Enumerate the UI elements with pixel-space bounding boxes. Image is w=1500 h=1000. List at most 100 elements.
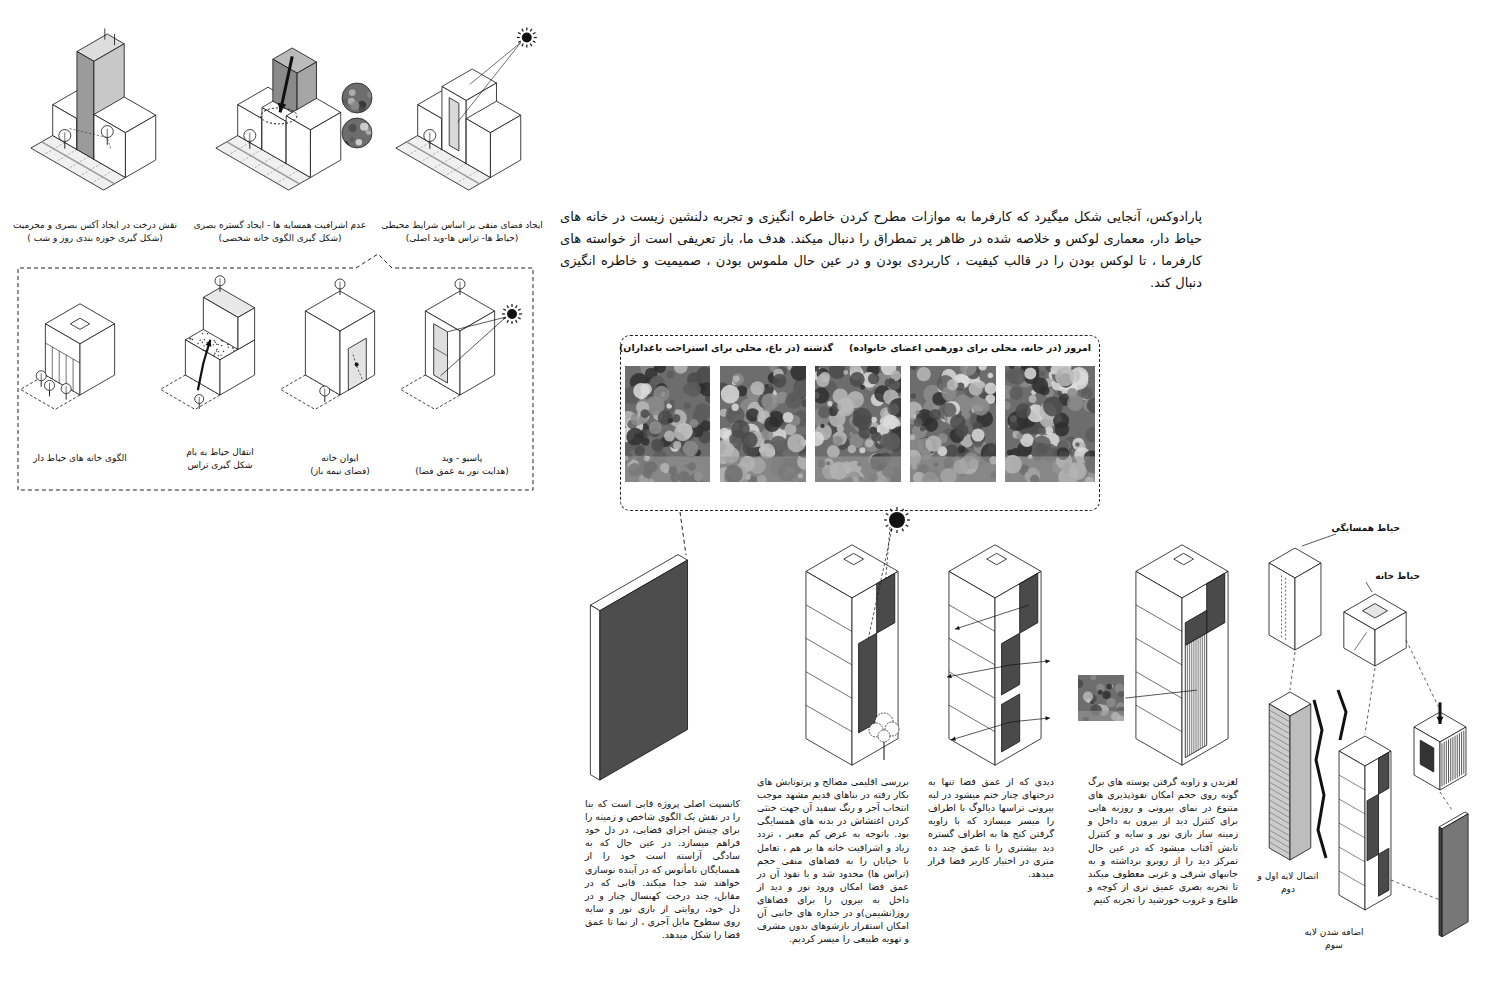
line	[1339, 871, 1365, 886]
line	[1269, 770, 1290, 782]
line	[1189, 643, 1190, 755]
texture-dot	[218, 344, 219, 345]
line	[1452, 737, 1453, 780]
arrow-head	[1125, 697, 1127, 699]
photo-ground	[342, 83, 372, 113]
photo-detail	[367, 91, 373, 97]
box-side	[418, 105, 442, 150]
line	[220, 286, 221, 292]
line	[886, 525, 889, 527]
photo-detail	[979, 382, 986, 389]
texture-dot	[221, 345, 222, 346]
skylight	[70, 318, 89, 329]
photo-detail	[340, 119, 346, 125]
porch	[348, 338, 366, 390]
line	[66, 394, 67, 400]
line	[1269, 764, 1290, 776]
part-label-group: حیاط خانه	[1350, 570, 1420, 583]
line	[1406, 640, 1440, 710]
photo-ground	[815, 366, 901, 482]
facade-screen	[1185, 633, 1206, 757]
box-side	[340, 311, 375, 395]
photo-detail	[625, 389, 633, 404]
line	[1463, 731, 1464, 774]
line	[522, 44, 524, 47]
texture-dot	[220, 354, 221, 355]
box-side	[852, 571, 898, 765]
photo-detail	[910, 434, 915, 440]
photo-detail	[827, 445, 840, 458]
photo-detail	[666, 371, 674, 379]
photo-detail	[887, 403, 899, 415]
line	[530, 29, 532, 32]
photo-detail	[818, 407, 830, 419]
line	[526, 45, 527, 48]
line	[18, 254, 533, 490]
photo-detail	[868, 373, 879, 384]
texture-dot	[199, 340, 200, 341]
line	[458, 43, 521, 123]
texture-dot	[205, 350, 206, 351]
building-massing	[806, 507, 910, 765]
line	[886, 514, 889, 516]
line	[340, 289, 341, 295]
photo-detail	[654, 386, 670, 402]
line	[1339, 847, 1365, 862]
pattern-caption: ایوان خانه	[285, 452, 395, 465]
box-side	[590, 605, 600, 780]
line	[516, 320, 518, 323]
texture-dot	[213, 344, 214, 345]
line	[1285, 577, 1286, 639]
photo-detail	[815, 388, 829, 404]
terrace-void	[1379, 752, 1389, 794]
line	[1269, 830, 1290, 842]
line	[460, 282, 461, 290]
line	[1302, 534, 1336, 546]
photo-detail	[865, 439, 873, 447]
line	[1366, 582, 1372, 592]
line	[680, 512, 686, 555]
photo	[815, 366, 901, 482]
photo-detail	[775, 393, 786, 404]
texture-dot	[218, 351, 219, 352]
line	[507, 320, 509, 323]
line	[1193, 641, 1194, 753]
photo-detail	[356, 139, 363, 146]
photo-detail	[1043, 397, 1063, 417]
photo-detail	[910, 366, 917, 370]
heading-row: امروز (در خانه، محلی برای دورهمی اعضای خ…	[619, 342, 1091, 353]
line	[1269, 806, 1290, 818]
line	[1269, 740, 1290, 752]
line	[906, 525, 909, 527]
photo-detail	[890, 379, 901, 390]
description-column-group: دیدی که از عمق فضا تنها به درختهای چنار …	[928, 775, 1054, 880]
line	[1448, 739, 1449, 782]
texture-dot	[190, 338, 191, 339]
box-side	[466, 119, 490, 178]
photo-detail	[683, 441, 699, 457]
line	[1269, 734, 1290, 746]
part-label: اتصال لایه اول و دوم	[1256, 870, 1320, 895]
photo-detail	[726, 444, 734, 452]
photo-detail	[972, 429, 985, 442]
line	[1136, 638, 1182, 665]
pattern-caption: شکل گیری تراس	[160, 459, 280, 472]
box-side	[125, 115, 155, 177]
photo-detail	[651, 439, 664, 452]
line	[1191, 642, 1192, 754]
description-column: بررسی اقلیمی مصالح و پرتوتابش های بکار ر…	[757, 775, 909, 945]
photo-detail	[1032, 377, 1048, 393]
line	[516, 305, 518, 308]
figure-dot	[355, 363, 359, 367]
photo-detail	[720, 428, 730, 439]
box-side	[80, 324, 115, 395]
line	[1338, 690, 1346, 740]
arrow-head	[955, 626, 960, 630]
line	[902, 529, 904, 532]
tree-symbol	[244, 130, 256, 142]
texture-dot	[233, 347, 234, 348]
description-column: دیدی که از عمق فضا تنها به درختهای چنار …	[928, 775, 1054, 880]
line	[949, 672, 995, 699]
terrace-void	[859, 633, 877, 733]
photo-heading: گذشته (در باغ، محلی برای استراحت باغدارا…	[619, 342, 833, 353]
